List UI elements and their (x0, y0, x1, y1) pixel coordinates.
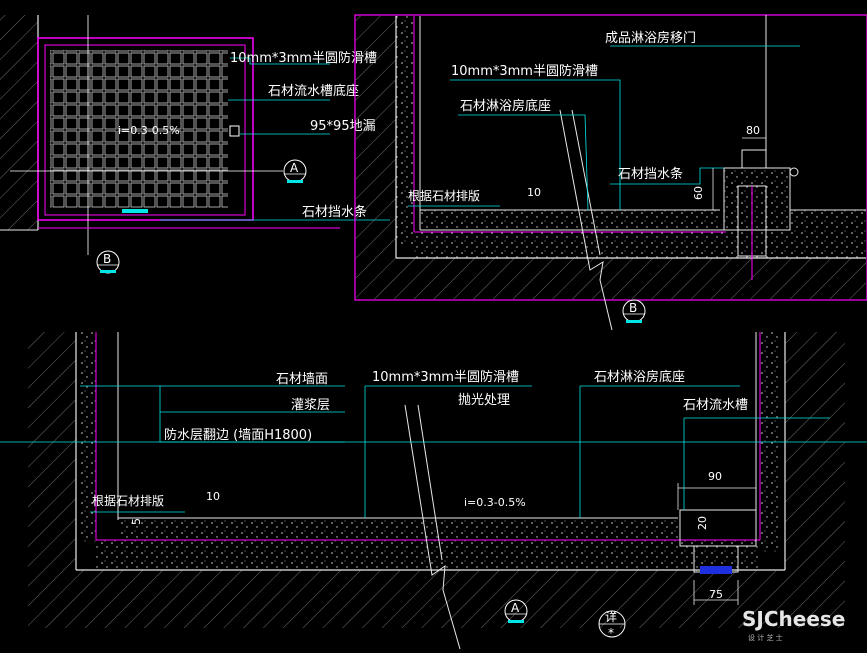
sectiona-wall-hatch-right (785, 332, 845, 628)
sectiona-break-line (404, 404, 461, 650)
sectiona-wall-hatch-left (28, 332, 76, 628)
sectiona-label-grout: 灌浆层 (291, 398, 330, 413)
sectionb-threshold (723, 167, 791, 231)
sectiona-dim-10: 10 (206, 490, 220, 503)
svg-text:B: B (629, 301, 637, 315)
sectiona-label-base: 石材淋浴房底座 (594, 369, 685, 385)
sectiona-stone-base (118, 518, 678, 538)
sectiona-note: 根据石材排版 (92, 494, 164, 508)
plan-leader-1 (230, 57, 330, 65)
sectiona-label-channel: 石材流水槽 (683, 398, 748, 413)
sectionb-label-base: 石材淋浴房底座 (460, 98, 551, 114)
sectiona-screed (96, 540, 760, 568)
svg-text:A: A (511, 601, 520, 615)
svg-text:详: 详 (605, 609, 617, 624)
sectiona-dim-75: 75 (709, 588, 723, 601)
plan-slope-text: i=0.3-0.5% (118, 124, 180, 137)
sectiona-label-polish: 抛光处理 (458, 393, 510, 408)
sectiona-marker-a: A (504, 599, 528, 623)
sectiona-label-antislip: 10mm*3mm半圆防滑槽 (372, 369, 519, 385)
plan-label-channel-base: 石材流水槽底座 (268, 83, 359, 99)
plan-floor-drain (229, 125, 240, 137)
sectionb-dim-10: 10 (527, 186, 541, 199)
watermark-logo: SJCheese 设 计 芝 士 (742, 607, 845, 642)
sectiona-detail-marker: 详 * (598, 609, 626, 640)
sectionb-marker-b: B (622, 299, 646, 323)
plan-hatch-left (0, 15, 38, 230)
plan-label-antislip: 10mm*3mm半圆防滑槽 (230, 50, 377, 66)
sectionb-floor-hatch (396, 258, 866, 299)
svg-text:*: * (608, 626, 614, 640)
sectionb-label-door: 成品淋浴房移门 (605, 30, 696, 46)
sectionb-grout-vertical (396, 16, 414, 246)
plan-marker-a: A (283, 159, 307, 183)
section-a: 石材墙面 灌浆层 防水层翻边 (墙面H1800) 10mm*3mm半圆防滑槽 抛… (0, 332, 867, 650)
sectiona-dim-20: 20 (696, 516, 709, 530)
section-b: 成品淋浴房移门 10mm*3mm半圆防滑槽 石材淋浴房底座 石材挡水条 根据石材… (354, 14, 867, 331)
plan-outer-frame (37, 37, 254, 221)
sectiona-label-waterproof: 防水层翻边 (墙面H1800) (164, 427, 312, 443)
sectiona-grout-left (80, 332, 96, 542)
plan-marker-b: B (96, 250, 120, 274)
sectionb-wall-hatch (356, 16, 396, 299)
sectionb-dim-60: 60 (692, 186, 705, 200)
sectiona-dim-5: 5 (130, 518, 143, 525)
sectionb-frame (354, 14, 867, 301)
plan-drain-slot (122, 209, 148, 213)
sectionb-screed (414, 232, 866, 258)
svg-text:B: B (103, 252, 111, 266)
plan-inner-frame (44, 44, 246, 216)
sectiona-dim-90: 90 (708, 470, 722, 483)
sectiona-label-stone-wall: 石材墙面 (276, 372, 328, 387)
svg-text:设 计 芝 士: 设 计 芝 士 (748, 633, 783, 642)
sectionb-label-antislip: 10mm*3mm半圆防滑槽 (451, 63, 598, 79)
sectionb-label-threshold: 石材挡水条 (618, 166, 683, 182)
sectiona-slope-text: i=0.3-0.5% (464, 496, 526, 509)
svg-text:SJCheese: SJCheese (742, 607, 845, 631)
svg-text:A: A (290, 161, 299, 175)
plan-tile-grid (50, 50, 228, 208)
sectionb-break-line (559, 109, 613, 331)
sectionb-stone-base (420, 210, 720, 230)
sectionb-dim-80: 80 (746, 124, 760, 137)
sectiona-floor-hatch (76, 570, 785, 628)
plan-view: i=0.3-0.5% 10mm*3mm半圆防滑槽 石材流水槽底座 95*95地漏… (0, 15, 390, 274)
sectionb-note: 根据石材排版 (408, 189, 480, 203)
plan-label-threshold: 石材挡水条 (302, 204, 367, 220)
